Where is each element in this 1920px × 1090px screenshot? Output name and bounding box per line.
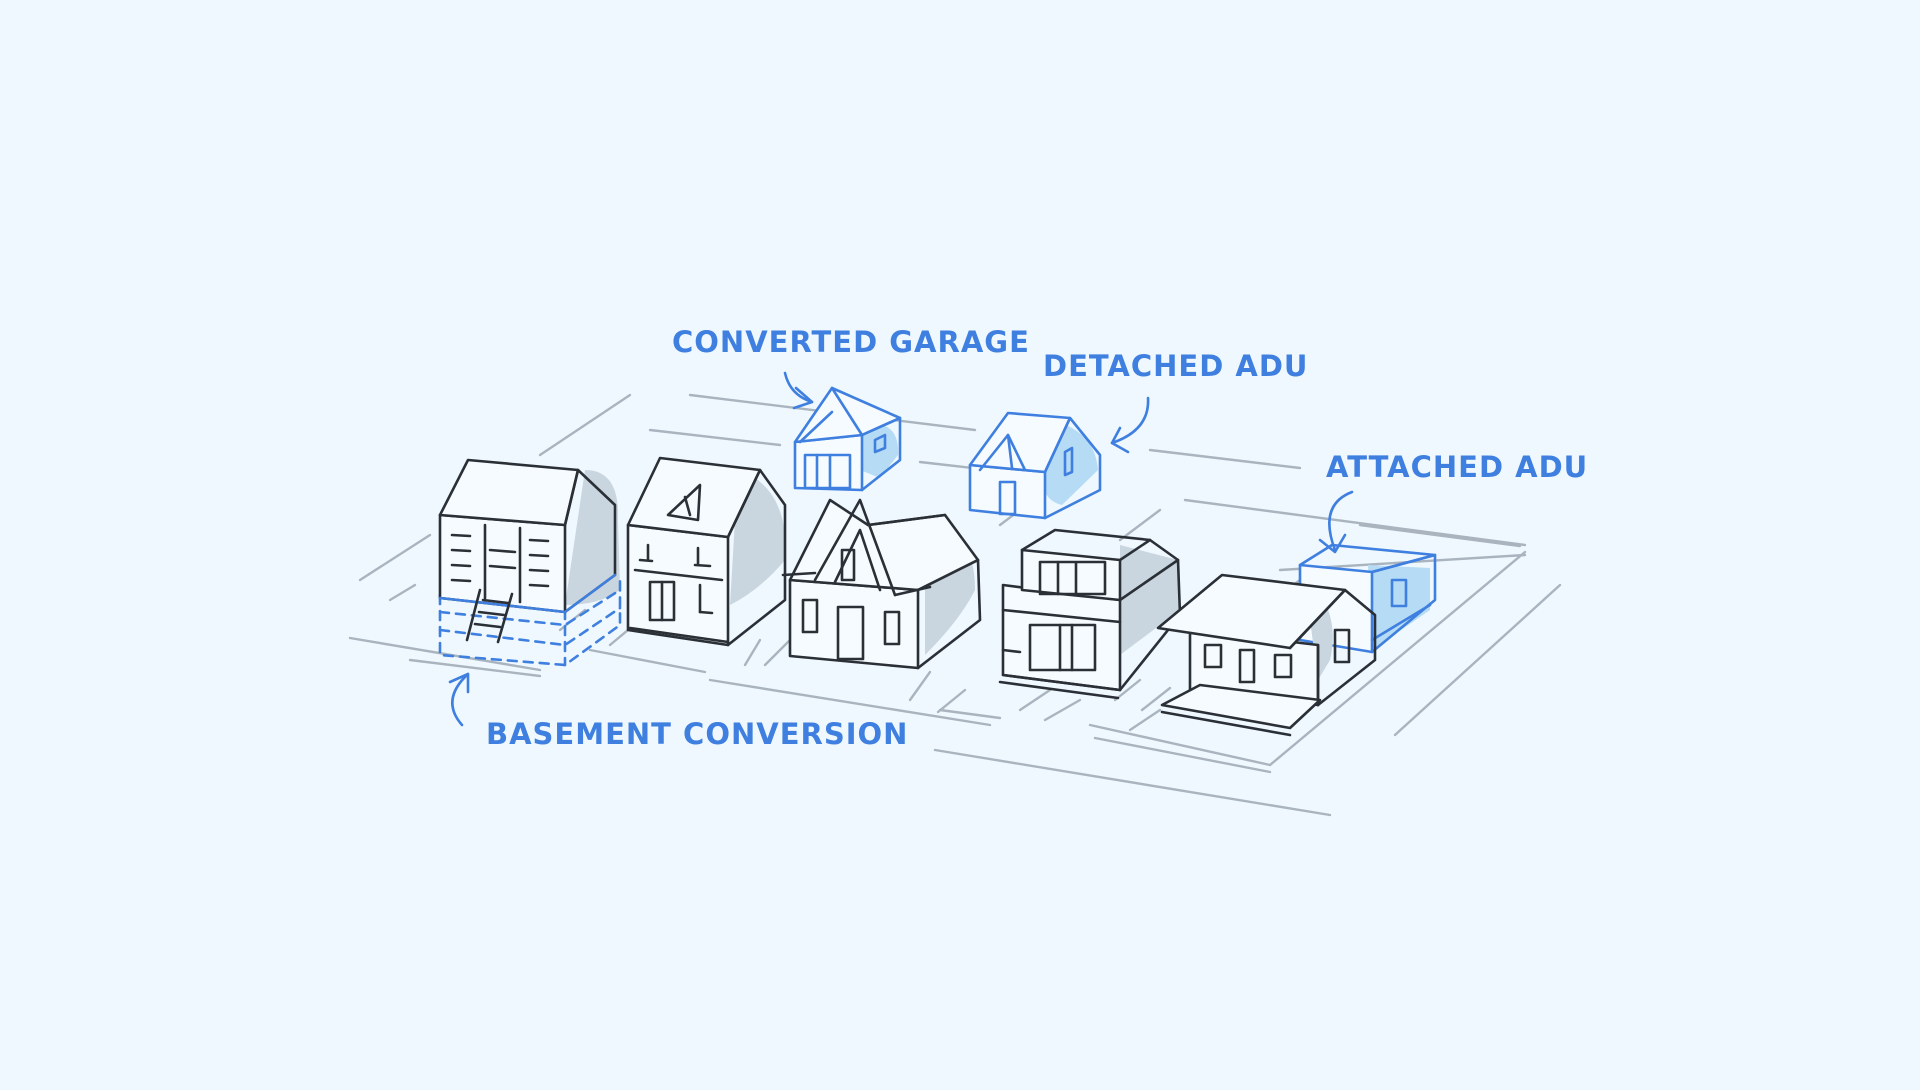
house-4 <box>998 528 1182 700</box>
arrow-detached-adu-icon <box>1110 396 1150 445</box>
house-5-attached-adu <box>1156 543 1437 737</box>
label-converted-garage-group: CONVERTED GARAGE <box>672 325 1030 410</box>
house-1-basement <box>438 458 622 667</box>
converted-garage <box>793 386 902 492</box>
label-detached-adu: DETACHED ADU <box>1043 349 1308 383</box>
label-attached-adu-group: ATTACHED ADU <box>1318 450 1588 554</box>
label-basement-conversion-group: BASEMENT CONVERSION <box>448 672 908 751</box>
house-2 <box>626 456 787 647</box>
detached-adu <box>968 411 1102 520</box>
label-attached-adu: ATTACHED ADU <box>1326 450 1588 484</box>
arrow-converted-garage-icon <box>783 371 814 404</box>
arrow-basement-conversion-icon <box>451 672 470 727</box>
label-converted-garage: CONVERTED GARAGE <box>672 325 1030 359</box>
label-basement-conversion: BASEMENT CONVERSION <box>486 717 908 751</box>
arrow-attached-adu-icon <box>1328 490 1354 552</box>
label-detached-adu-group: DETACHED ADU <box>1043 349 1308 454</box>
house-3 <box>781 498 982 670</box>
